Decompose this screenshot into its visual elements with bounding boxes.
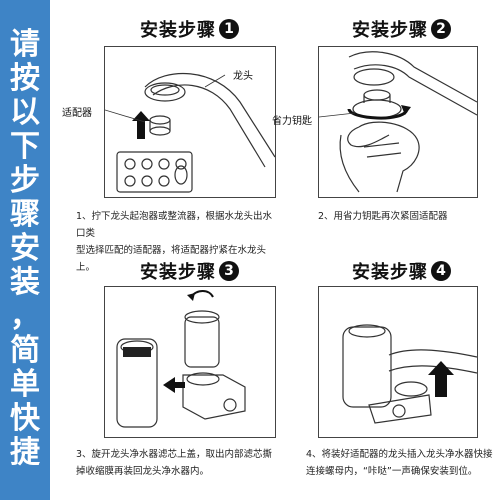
banner-char: 骤 — [10, 197, 40, 232]
step-3-heading: 安装步骤 3 — [140, 258, 239, 284]
banner-char: 单 — [10, 367, 40, 402]
banner-char: 下 — [10, 129, 40, 164]
step-4-title: 安装步骤 — [352, 262, 428, 283]
callout-faucet: 龙头 — [233, 71, 253, 82]
step-3-description: 3、旋开龙头净水器滤芯上盖，取出内部滤芯撕 掉收缩膜再装回龙头净水器内。 — [76, 446, 280, 480]
step-3-title: 安装步骤 — [140, 262, 216, 283]
callout-wrench: 省力钥匙 — [272, 116, 312, 127]
banner-char: 以 — [10, 95, 40, 130]
step-4-number: 4 — [431, 261, 451, 281]
step-4-heading: 安装步骤 4 — [352, 258, 451, 284]
step-3-desc-line: 掉收缩膜再装回龙头净水器内。 — [76, 466, 210, 477]
step-2-drawing — [319, 51, 477, 193]
banner-char: 快 — [10, 401, 40, 436]
step-1-title: 安装步骤 — [140, 20, 216, 41]
banner-char: 步 — [10, 163, 40, 198]
step-3-number: 3 — [219, 261, 239, 281]
step-4-drawing — [342, 324, 477, 424]
banner-char: 捷 — [10, 435, 40, 470]
step-4-description: 4、将装好适配器的龙头插入龙头净水器快接 连接螺母内，“咔哒”一声确保安装到位。 — [306, 446, 498, 480]
step-3-illustration — [104, 286, 276, 438]
step-2-illustration — [318, 46, 478, 198]
side-banner: 请 按 以 下 步 骤 安 装 ， 简 单 快 捷 — [0, 0, 50, 500]
step-1-number: 1 — [219, 19, 239, 39]
step-4-desc-line: 连接螺母内，“咔哒”一声确保安装到位。 — [306, 466, 478, 477]
banner-char: 按 — [10, 61, 40, 96]
step-2-heading: 安装步骤 2 — [352, 16, 451, 42]
step-2-number: 2 — [431, 19, 451, 39]
callout-adapter: 适配器 — [62, 108, 92, 119]
step-4-desc-line: 4、将装好适配器的龙头插入龙头净水器快接 — [306, 449, 493, 460]
step-1-illustration: 龙头 — [104, 46, 276, 198]
step-1-desc-line: 型选择匹配的适配器，将适配器拧紧在水龙头上。 — [76, 245, 267, 273]
step-3-drawing — [116, 290, 246, 428]
step-1-desc-line: 1、拧下龙头起泡器或整流器，根据水龙头出水口类 — [76, 211, 273, 239]
banner-char: 请 — [10, 27, 40, 62]
step-3-desc-line: 3、旋开龙头净水器滤芯上盖，取出内部滤芯撕 — [76, 449, 273, 460]
banner-char: ， — [10, 299, 40, 334]
step-1-heading: 安装步骤 1 — [140, 16, 239, 42]
step-1-drawing — [105, 72, 275, 193]
step-2-description: 2、用省力钥匙再次紧固适配器 — [318, 208, 488, 225]
step-1-description: 1、拧下龙头起泡器或整流器，根据水龙头出水口类 型选择匹配的适配器，将适配器拧紧… — [76, 208, 276, 276]
banner-char: 简 — [10, 333, 40, 368]
step-4-illustration — [318, 286, 478, 438]
step-2-title: 安装步骤 — [352, 20, 428, 41]
banner-char: 装 — [10, 265, 40, 300]
step-2-desc-line: 2、用省力钥匙再次紧固适配器 — [318, 211, 448, 222]
banner-char: 安 — [10, 231, 40, 266]
